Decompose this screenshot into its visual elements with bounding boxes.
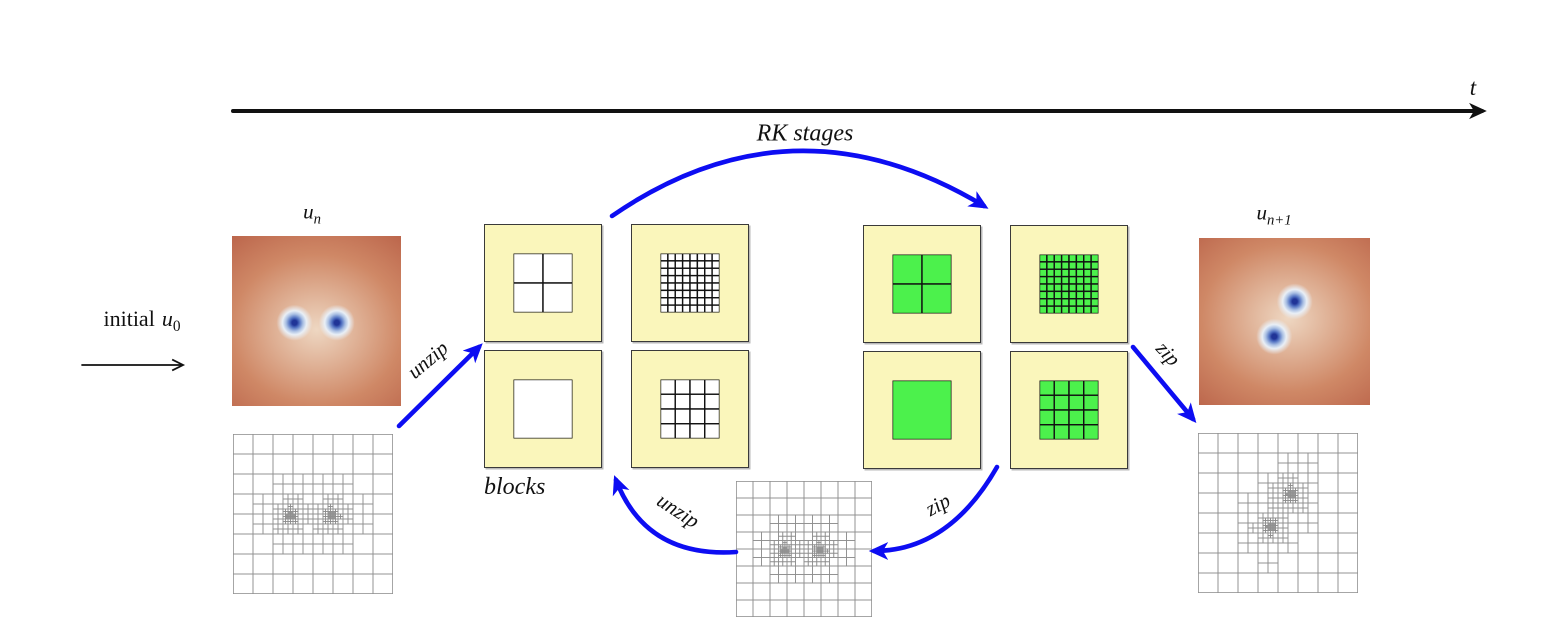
heatmap-u-n — [232, 236, 401, 406]
mesh-center — [736, 481, 872, 617]
u-n-plus-1-label: un+1 — [1256, 200, 1291, 229]
u-n-label: un — [303, 199, 321, 228]
initial-var: u — [161, 305, 173, 331]
u-n1-var: u — [1256, 200, 1267, 225]
block-green-8x8 — [1010, 225, 1128, 343]
rk-stages-label-text: RK stages — [756, 120, 854, 147]
unzip-bottom-label: unzip — [652, 488, 704, 534]
block-grid — [1039, 380, 1099, 440]
u-n-var: u — [303, 199, 314, 224]
unzip-top-label-text: unzip — [402, 335, 453, 384]
zip-bottom-label-text: zip — [921, 488, 955, 521]
block-grid — [660, 379, 720, 439]
zip-top-label: zip — [1151, 336, 1186, 372]
block-white-2x2 — [484, 224, 602, 342]
block-grid — [892, 254, 952, 314]
time-axis-label-text: t — [1469, 75, 1477, 100]
block-green-4x4 — [1010, 351, 1128, 469]
zip-bottom-label: zip — [921, 488, 954, 522]
block-green-2x2 — [863, 225, 981, 343]
block-grid — [1039, 254, 1099, 314]
unzip-bottom-label-text: unzip — [652, 488, 704, 534]
initial-prefix: initial — [103, 305, 155, 331]
block-grid — [892, 380, 952, 440]
rk-stages-label: RK stages — [757, 121, 854, 148]
block-grid — [660, 253, 720, 313]
heatmap-u-n-plus-1 — [1199, 238, 1370, 405]
initial-sub: 0 — [172, 318, 181, 336]
mesh-left — [233, 434, 393, 594]
u-n1-sub: n+1 — [1266, 212, 1292, 229]
arrow-rk-stages — [609, 148, 989, 219]
time-axis-label: t — [1470, 75, 1476, 101]
blocks-label-text: blocks — [484, 474, 546, 500]
unzip-top-label: unzip — [403, 336, 454, 384]
block-white-8x8 — [631, 224, 749, 342]
block-green-1x1 — [863, 351, 981, 469]
block-grid — [513, 379, 573, 439]
blocks-label: blocks — [484, 474, 545, 501]
block-white-1x1 — [484, 350, 602, 468]
u-n-sub: n — [313, 211, 321, 228]
block-grid — [513, 253, 573, 313]
zip-top-label-text: zip — [1151, 336, 1186, 371]
mesh-right — [1198, 433, 1358, 593]
block-white-4x4 — [631, 350, 749, 468]
